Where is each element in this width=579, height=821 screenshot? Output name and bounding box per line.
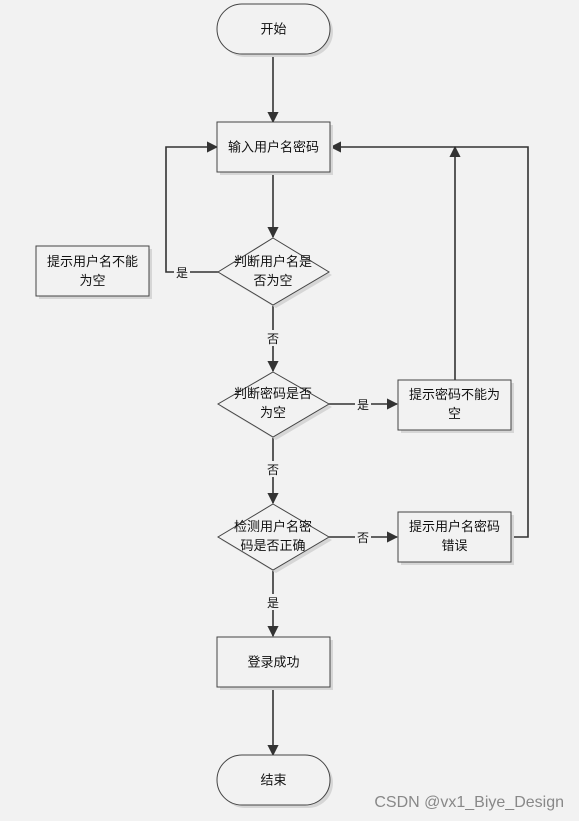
node-check-pwd-empty-line2: 为空 [260,406,286,421]
node-prompt-pwd-empty: 提示密码不能为 空 [397,379,514,433]
edge-label-pwd-empty-yes: 是 [357,398,369,412]
edge-labels: 是 否 是 否 否 是 [174,264,371,610]
node-end: 结束 [216,754,333,808]
node-verify-line2: 码是否正确 [240,539,305,554]
watermark: CSDN @vx1_Biye_Design [374,794,564,811]
node-login-success: 登录成功 [216,636,333,690]
node-prompt-error-line2: 错误 [441,539,467,554]
node-input: 输入用户名密码 [216,121,333,175]
edge-prompt-error-back [329,141,529,538]
node-prompt-pwd-empty-line1: 提示密码不能为 [409,387,500,403]
edge-label-user-empty-yes: 是 [176,266,188,280]
node-prompt-error-line1: 提示用户名密码 [409,519,500,535]
node-verify-line1: 检测用户名密 [234,519,312,535]
node-check-user-empty-line1: 判断用户名是 [234,254,312,270]
node-check-pwd-empty: 判断密码是否 为空 [217,371,332,440]
node-check-user-empty-line2: 否为空 [253,274,292,289]
node-start: 开始 [216,3,333,57]
node-check-user-empty: 判断用户名是 否为空 [217,237,332,308]
node-end-label: 结束 [260,774,286,789]
edge-label-pwd-empty-no: 否 [267,463,279,477]
node-check-pwd-empty-line1: 判断密码是否 [234,386,312,402]
node-prompt-user-empty: 提示用户名不能 为空 [35,245,152,299]
edge-label-verify-yes: 是 [267,596,279,610]
node-verify: 检测用户名密 码是否正确 [217,503,332,573]
node-prompt-user-empty-line2: 为空 [79,274,105,289]
edge-check-user-yes [165,141,219,273]
node-login-success-label: 登录成功 [247,656,299,671]
node-start-label: 开始 [260,23,286,38]
node-prompt-pwd-empty-line2: 空 [448,407,461,422]
edge-label-verify-no: 否 [357,531,369,545]
edge-label-user-empty-no: 否 [267,332,279,346]
node-input-label: 输入用户名密码 [228,140,319,156]
node-prompt-user-empty-line1: 提示用户名不能 [47,254,138,270]
node-prompt-error: 提示用户名密码 错误 [397,511,514,565]
